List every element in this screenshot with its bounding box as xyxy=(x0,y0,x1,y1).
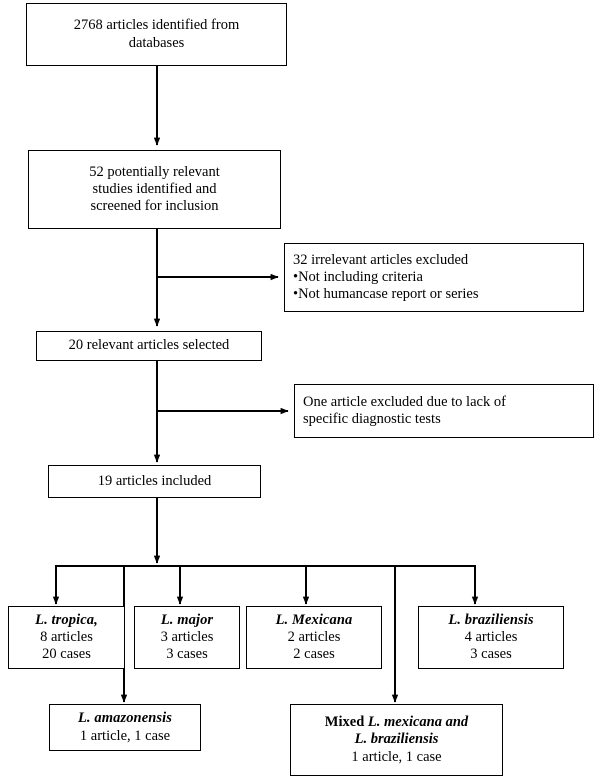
node-excluded-one-line-2: specific diagnostic tests xyxy=(303,411,441,427)
species-name-tropica: L. tropica, xyxy=(35,611,98,628)
node-included-line-1: 19 articles included xyxy=(97,472,212,489)
node-species-braziliensis: L. braziliensis 4 articles 3 cases xyxy=(418,606,564,669)
species-name-amazonensis: L. amazonensis xyxy=(77,710,173,727)
node-articles-included: 19 articles included xyxy=(48,465,261,498)
node-screened-line-3: screened for inclusion xyxy=(90,198,219,215)
node-excluded-irrelevant-line-1: 32 irrelevant articles excluded xyxy=(293,251,469,268)
species-cases-major: 3 cases xyxy=(166,646,208,663)
species-counts-amazonensis: 1 article, 1 case xyxy=(79,727,171,744)
species-counts-mixed: 1 article, 1 case xyxy=(351,748,442,765)
node-articles-identified: 2768 articles identified from databases xyxy=(26,3,287,66)
species-cases-braziliensis: 3 cases xyxy=(470,646,512,663)
node-studies-screened: 52 potentially relevant studies identifi… xyxy=(28,150,281,229)
node-species-amazonensis: L. amazonensis 1 article, 1 case xyxy=(49,704,201,751)
species-name-mexicana: L. Mexicana xyxy=(275,611,353,628)
species-name-braziliensis: L. braziliensis xyxy=(448,611,534,628)
node-articles-selected: 20 relevant articles selected xyxy=(36,331,262,361)
node-excluded-irrelevant-line-2: •Not including criteria xyxy=(293,268,423,285)
node-excluded-one-line-1: One article excluded due to lack of xyxy=(303,393,506,410)
node-screened-line-2: studies identified and xyxy=(92,180,217,197)
species-name-mixed-line-2: L. braziliensis xyxy=(354,731,439,748)
node-excluded-one-article: One article excluded due to lack of spec… xyxy=(294,384,594,438)
node-species-major: L. major 3 articles 3 cases xyxy=(134,606,240,669)
mixed-prefix: Mixed xyxy=(324,714,368,731)
mixed-species-1: L. mexicana and xyxy=(367,714,469,731)
node-species-mixed: Mixed L. mexicana and L. braziliensis 1 … xyxy=(290,704,503,776)
species-cases-mexicana: 2 cases xyxy=(293,646,335,663)
species-articles-tropica: 8 articles xyxy=(40,628,93,645)
node-species-mexicana: L. Mexicana 2 articles 2 cases xyxy=(246,606,382,669)
species-name-major: L. major xyxy=(160,611,214,628)
node-identified-line-1: 2768 articles identified from xyxy=(73,17,240,34)
node-screened-line-1: 52 potentially relevant xyxy=(89,163,220,180)
node-species-tropica: L. tropica, 8 articles 20 cases xyxy=(8,606,125,669)
node-excluded-irrelevant: 32 irrelevant articles excluded •Not inc… xyxy=(284,243,584,312)
species-articles-mexicana: 2 articles xyxy=(287,628,341,645)
species-name-mixed-line-1: Mixed L. mexicana and xyxy=(325,714,468,731)
node-identified-line-2: databases xyxy=(128,34,185,51)
species-articles-braziliensis: 4 articles xyxy=(464,628,518,645)
node-selected-line-1: 20 relevant articles selected xyxy=(68,337,230,354)
node-excluded-irrelevant-line-3: •Not humancase report or series xyxy=(293,286,479,303)
species-articles-major: 3 articles xyxy=(160,628,214,645)
species-cases-tropica: 20 cases xyxy=(42,646,91,663)
